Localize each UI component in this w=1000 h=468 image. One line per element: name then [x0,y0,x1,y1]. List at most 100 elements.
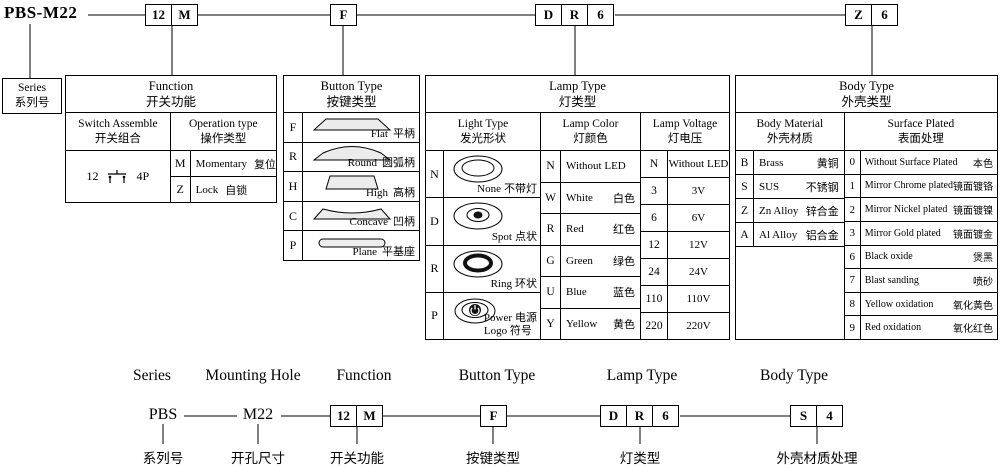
color-code: U [541,277,561,308]
color-zh: 黄色 [613,318,635,331]
lamp-table-title: Lamp Type 灯类型 [426,76,729,113]
light-zh: 环状 [515,277,537,290]
example-body-code-box: S 4 [790,405,843,427]
surface-zh: 氧化黄色 [953,300,993,312]
surface-code: 9 [845,316,861,339]
voltage-code: 3 [641,178,668,204]
light-zh: 点状 [515,230,537,243]
code-cell: 6 [871,4,898,26]
concave-cap-icon [312,208,392,220]
operation-type-zh: 操作类型 [200,132,247,145]
code-cell: M [171,4,198,26]
example-header-series: Series [133,367,171,384]
flat-cap-icon [312,118,392,131]
button-en: Plane [352,245,377,258]
lamp-title-en: Lamp Type [549,79,606,93]
assemble-value: 4P [136,169,150,183]
operation-zh: 复位 [254,158,276,171]
surface-code: 6 [845,245,861,269]
lamp-voltage-header: Lamp Voltage 灯电压 [641,113,729,151]
surface-zh: 喷砂 [973,276,993,288]
example-button-code-box: F [480,405,507,427]
surface-code: 7 [845,269,861,292]
surface-plated-zh: 表面处理 [897,132,944,145]
body-title-zh: 外壳类型 [841,95,892,109]
surface-en: Mirror Chrome plated [864,180,953,192]
light-code: P [426,292,444,339]
button-en: Round [347,157,377,170]
example-footer-function: 开关功能 [330,451,384,466]
color-zh: 白色 [613,192,635,205]
material-zh: 锌合金 [805,205,839,218]
surface-en: Yellow oxidation [864,298,934,310]
code-cell: D [535,4,562,26]
color-code: N [541,151,561,182]
surface-plated-en: Surface Plated [887,117,955,130]
surface-zh: 氧化红色 [953,324,993,336]
light-type-header: Light Type 发光形状 [426,113,540,151]
light-code: N [426,151,444,198]
body-material-zh: 外壳材质 [766,132,813,145]
surface-code: 0 [845,151,861,174]
surface-plated-column: Surface Plated 表面处理 0 Without Surface Pl… [844,113,997,339]
code-cell: 6 [652,405,679,427]
voltage-row: 24 24V [641,259,729,286]
button-zh: 圆弧柄 [382,157,415,170]
material-code: Z [736,199,754,222]
voltage-code: 24 [641,259,668,285]
button-title-en: Button Type [320,79,383,93]
button-top-ring-icon [453,250,503,277]
material-zh: 不锈钢 [805,181,839,194]
material-code: A [736,223,754,246]
surface-en: Black oxide [864,251,913,263]
voltage-value: 220V [686,320,711,332]
switch-assemble-header: Switch Assemble 开关组合 [66,113,170,151]
example-footer-lamp-type: 灯类型 [619,451,661,466]
lamp-title-zh: 灯类型 [558,95,597,109]
button-code: C [284,201,303,231]
button-en: Flat [370,127,388,140]
button-zh: 高柄 [393,186,415,199]
code-cell: S [790,405,817,427]
lamp-voltage-en: Lamp Voltage [652,117,718,130]
voltage-row: 220 220V [641,313,729,339]
surface-row: 6 Black oxide 煲黑 [844,245,997,270]
surface-zh: 镜面镀金 [953,229,993,241]
voltage-value: 24V [689,266,708,278]
surface-zh: 煲黑 [973,253,993,265]
top-body-code-box: Z 6 [845,4,898,26]
light-en: Ring [490,277,512,290]
material-code: B [736,151,754,174]
operation-type-header: Operation type 操作类型 [170,113,276,151]
code-cell: 12 [330,405,357,427]
series-prefix-code: PBS-M22 [4,3,78,22]
button-zh: 平柄 [393,127,415,140]
operation-zh: 自锁 [225,184,248,197]
body-title-en: Body Type [839,79,894,93]
example-mounting-code: M22 [242,406,274,423]
button-code: P [284,231,303,260]
lamp-color-en: Lamp Color [562,117,619,130]
example-footer-mounting-hole: 开孔尺寸 [231,451,285,466]
color-en: Green [566,254,593,267]
code-cell: F [330,4,357,26]
color-row: N Without LED [541,151,640,183]
material-en: Al Alloy [759,228,798,241]
body-table-title: Body Type 外壳类型 [736,76,997,113]
button-zh: 凹柄 [393,216,415,229]
